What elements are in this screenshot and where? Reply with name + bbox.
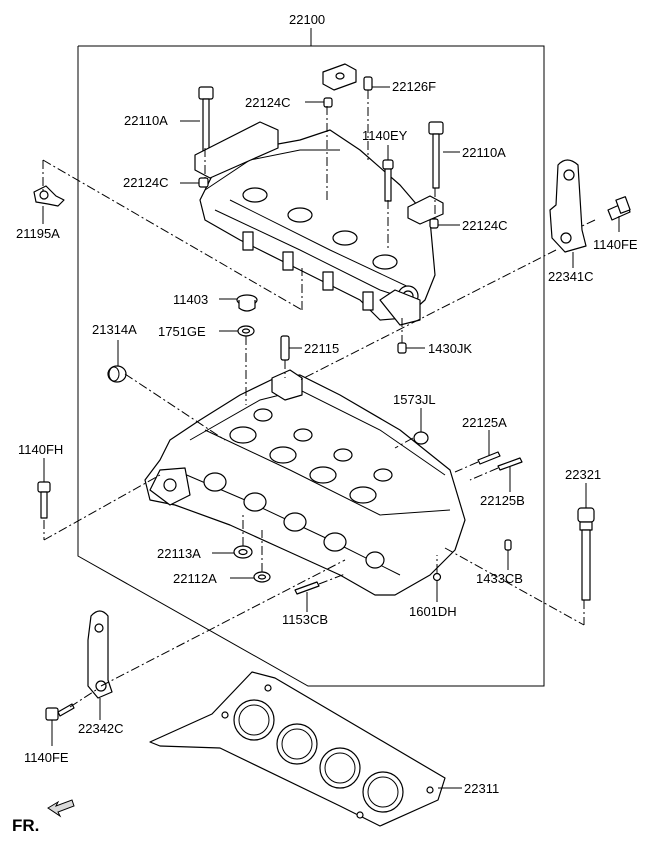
head-gasket-22311 bbox=[149, 671, 446, 827]
reference-lines bbox=[42, 90, 596, 708]
label-1430JK: 1430JK bbox=[428, 341, 472, 356]
plug-1601DH bbox=[432, 572, 442, 582]
camshaft-carrier bbox=[199, 129, 436, 326]
label-22115: 22115 bbox=[304, 341, 339, 356]
label-1751GE: 1751GE bbox=[158, 324, 206, 339]
label-22321: 22321 bbox=[565, 467, 601, 482]
label-1573JL: 1573JL bbox=[393, 392, 436, 407]
bolt-22110A-right bbox=[428, 121, 444, 189]
label-21314A: 21314A bbox=[92, 322, 137, 337]
bracket-22341C bbox=[549, 159, 587, 253]
label-1601DH: 1601DH bbox=[409, 604, 457, 619]
seal-1751GE bbox=[237, 325, 255, 337]
assembly-frame bbox=[77, 45, 545, 687]
front-direction-label: FR. bbox=[12, 816, 39, 835]
label-22124C-mid: 22124C bbox=[123, 175, 169, 190]
dowel-22124C-mid bbox=[198, 177, 209, 188]
pin-1433CB bbox=[504, 539, 512, 551]
label-21195A: 21195A bbox=[16, 226, 60, 241]
label-1433CB: 1433CB bbox=[476, 571, 523, 586]
bracket-21195A bbox=[33, 185, 65, 207]
dowel-22115 bbox=[280, 335, 290, 361]
plug-21314A bbox=[107, 365, 127, 383]
bracket-22342C bbox=[87, 610, 113, 699]
bolt-1140FE-right bbox=[607, 196, 631, 221]
bolt-1140FH bbox=[37, 481, 51, 519]
label-1153CB: 1153CB bbox=[282, 612, 328, 627]
stud-1153CB bbox=[294, 581, 320, 595]
label-22113A: 22113A bbox=[157, 546, 201, 561]
plug-1573JL bbox=[413, 431, 429, 445]
cylinder-head bbox=[144, 369, 466, 596]
label-22110A-left: 22110A bbox=[124, 113, 168, 128]
label-22125A: 22125A bbox=[462, 415, 507, 430]
bolt-1140FE-left bbox=[45, 703, 75, 721]
label-22311: 22311 bbox=[464, 781, 499, 796]
stud-22125A bbox=[477, 451, 501, 465]
bolt-22110A-left bbox=[198, 86, 214, 152]
label-1140FE-left: 1140FE bbox=[24, 750, 69, 765]
dowel-1430JK bbox=[397, 342, 407, 354]
dowel-22126F bbox=[363, 76, 373, 91]
leader-lines bbox=[42, 86, 620, 789]
label-22124C-top: 22124C bbox=[245, 95, 291, 110]
seat-22112A bbox=[253, 571, 271, 583]
cam-cap-22126 bbox=[322, 63, 357, 91]
stud-22125B bbox=[497, 457, 523, 471]
label-1140FE-right: 1140FE bbox=[593, 237, 638, 252]
cam-cap-right bbox=[407, 195, 444, 225]
label-22341C: 22341C bbox=[548, 269, 594, 284]
label-22125B: 22125B bbox=[480, 493, 525, 508]
bearing-cap-front bbox=[194, 121, 279, 179]
bolt-1140EY bbox=[382, 159, 394, 202]
dowel-22124C-right bbox=[429, 218, 439, 229]
seal-22113A bbox=[233, 545, 253, 559]
label-1140FH: 1140FH bbox=[18, 442, 63, 457]
label-22110A-right: 22110A bbox=[462, 145, 506, 160]
bolt-22321 bbox=[577, 507, 595, 601]
label-11403: 11403 bbox=[173, 292, 208, 307]
label-22126F: 22126F bbox=[392, 79, 436, 94]
plug-11403 bbox=[236, 294, 258, 312]
label-22100: 22100 bbox=[289, 12, 325, 27]
label-22112A: 22112A bbox=[173, 571, 217, 586]
label-22342C: 22342C bbox=[78, 721, 124, 736]
label-22124C-right: 22124C bbox=[462, 218, 508, 233]
front-arrow-icon bbox=[47, 799, 75, 818]
dowel-22124C-top bbox=[323, 97, 333, 108]
label-1140EY: 1140EY bbox=[362, 128, 408, 143]
